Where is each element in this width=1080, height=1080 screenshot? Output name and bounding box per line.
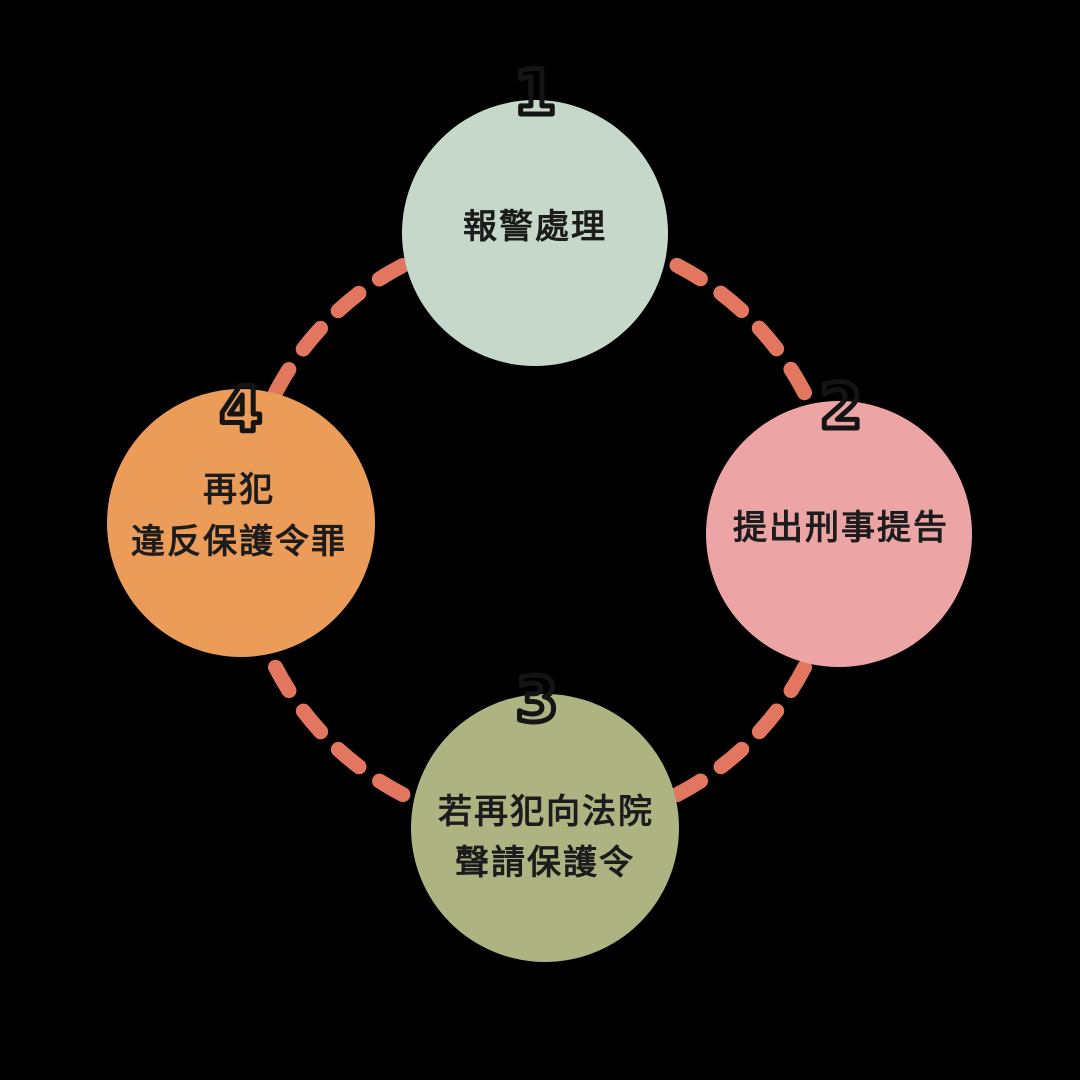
step-3-node: 3 若再犯向法院 聲請保護令 — [411, 661, 679, 962]
step-1-number: 1 — [513, 56, 556, 129]
step-2-circle — [706, 401, 972, 667]
step-3-circle — [411, 694, 679, 962]
step-4-label-line-1: 再犯 — [203, 470, 275, 510]
step-3-number: 3 — [515, 663, 558, 736]
step-1-circle — [402, 100, 668, 366]
step-2-node: 2 提出刑事提告 — [706, 368, 972, 667]
step-1-label: 報警處理 — [463, 207, 607, 247]
step-4-label-line-2: 違反保護令罪 — [131, 522, 347, 562]
step-2-label: 提出刑事提告 — [733, 508, 949, 548]
step-4-node: 4 再犯 違反保護令罪 — [107, 371, 375, 657]
step-1-node: 1 報警處理 — [402, 54, 668, 366]
step-4-circle — [107, 389, 375, 657]
step-3-label-line-1: 若再犯向法院 — [438, 792, 654, 832]
step-3-label-line-2: 聲請保護令 — [455, 843, 635, 883]
step-2-number: 2 — [819, 370, 862, 443]
step-4-number: 4 — [219, 373, 262, 446]
